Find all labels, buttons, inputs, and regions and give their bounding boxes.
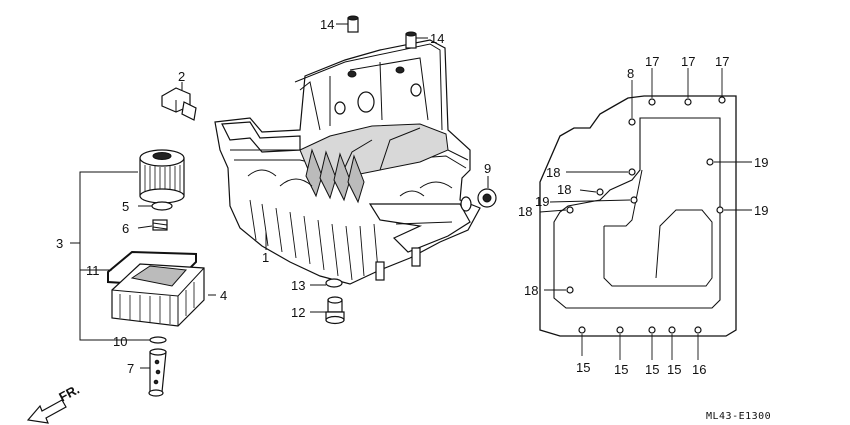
callout-1: 1 xyxy=(262,250,269,265)
callout-14a: 14 xyxy=(320,17,334,32)
strainer-cover-4 xyxy=(111,263,205,327)
callout-15b: 15 xyxy=(614,362,628,377)
drain-bolt-2 xyxy=(161,82,197,121)
callout-6: 6 xyxy=(122,221,129,236)
sealing-washer-13 xyxy=(325,278,343,288)
diagram-code: ML43-E1300 xyxy=(706,411,771,422)
oil-filter-element xyxy=(139,149,185,204)
callout-15c: 15 xyxy=(645,362,659,377)
callout-labels: 1 2 3 4 5 6 7 8 9 10 11 12 13 14 14 15 1… xyxy=(56,17,768,377)
oil-pan-1 xyxy=(214,39,481,285)
oil-pipe-7 xyxy=(148,348,167,397)
oil-pan-gasket-outline xyxy=(539,68,752,360)
callout-18a: 18 xyxy=(546,165,560,180)
callout-12: 12 xyxy=(291,305,305,320)
callout-8: 8 xyxy=(627,66,634,81)
callout-19c: 19 xyxy=(754,203,768,218)
callout-17c: 17 xyxy=(715,54,729,69)
callout-3: 3 xyxy=(56,236,63,251)
callout-4: 4 xyxy=(220,288,227,303)
callout-5: 5 xyxy=(122,199,129,214)
callout-11: 11 xyxy=(86,263,100,278)
oil-filter-group xyxy=(70,149,216,397)
callout-9: 9 xyxy=(484,161,491,176)
callout-2: 2 xyxy=(178,69,185,84)
callout-15d: 15 xyxy=(667,362,681,377)
gasket-11 xyxy=(107,250,197,288)
callout-18d: 18 xyxy=(524,283,538,298)
oil-pan-baffle xyxy=(305,148,365,204)
callout-19b: 19 xyxy=(754,155,768,170)
callout-14b: 14 xyxy=(430,31,444,46)
callout-19a: 19 xyxy=(535,194,549,209)
dowel-pin-14a xyxy=(347,15,359,33)
callout-15a: 15 xyxy=(576,360,590,375)
callout-13: 13 xyxy=(291,278,305,293)
callout-17b: 17 xyxy=(681,54,695,69)
o-ring-5 xyxy=(151,201,173,211)
callout-10: 10 xyxy=(113,334,127,349)
callout-17a: 17 xyxy=(645,54,659,69)
spring-6 xyxy=(152,219,168,231)
callout-18c: 18 xyxy=(518,204,532,219)
callout-18b: 18 xyxy=(557,182,571,197)
drain-plug-12 xyxy=(325,296,345,325)
front-direction-arrow: FR. xyxy=(26,382,82,424)
oil-seal-9 xyxy=(477,188,497,208)
dowel-pin-14b xyxy=(405,31,417,49)
callout-7: 7 xyxy=(127,361,134,376)
o-ring-10 xyxy=(149,336,167,344)
callout-16: 16 xyxy=(692,362,706,377)
